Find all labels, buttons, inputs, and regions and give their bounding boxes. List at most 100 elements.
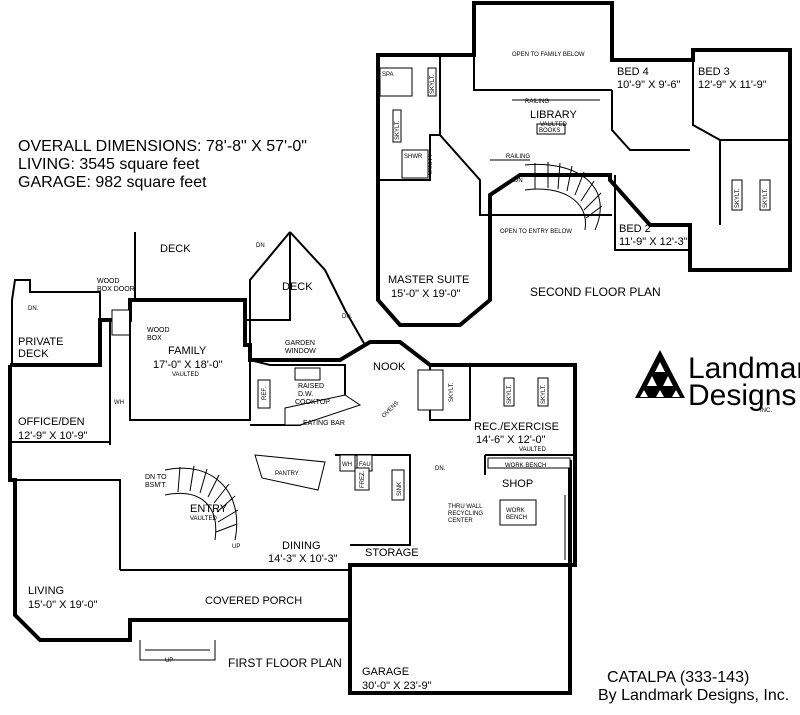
- books-shelf: [536, 123, 566, 135]
- up-2-label: UP: [165, 658, 173, 664]
- triangle-logo-icon: [635, 350, 685, 398]
- private-deck-1: PRIVATE: [18, 336, 63, 348]
- bed3-label: BED 3: [698, 66, 730, 78]
- utility-sink: [391, 469, 405, 501]
- shower: [401, 149, 429, 179]
- library-label: LIBRARY: [530, 109, 578, 121]
- overall-dimensions: OVERALL DIMENSIONS: 78'-8" X 57'-0": [18, 138, 307, 155]
- bed3-dims: 12'-9" X 11'-9": [698, 79, 767, 91]
- plan-designer: By Landmark Designs, Inc.: [598, 687, 789, 704]
- master-bath-wall: [378, 134, 440, 181]
- skylight-2: [392, 109, 402, 143]
- dn-4-label: DN.: [435, 466, 446, 472]
- garage-dims: 30'-0" X 23'-9": [362, 680, 432, 692]
- living-dims: 15'-0" X 19'-0": [28, 599, 98, 611]
- recycling-2: RECYCLING: [448, 511, 483, 517]
- living-label: LIVING: [28, 585, 64, 597]
- work-bench-2b: BENCH: [506, 515, 527, 521]
- work-bench-2a: WORK: [506, 508, 525, 514]
- library-wall: [439, 55, 612, 216]
- vanity-label: VANITY: [428, 154, 434, 175]
- second-skylt-3: SKYLT.: [735, 188, 741, 208]
- garden-window-2: WINDOW: [285, 348, 316, 355]
- covered-porch-label: COVERED PORCH: [205, 595, 302, 607]
- stair-treads: [534, 162, 603, 219]
- rec-skylight-2: [537, 377, 549, 407]
- second-skylt-2: SKYLT.: [395, 120, 401, 140]
- rec-stairs: [417, 369, 444, 411]
- dn-1-label: DN: [256, 243, 265, 249]
- shop-wall: [484, 454, 575, 475]
- garage-label: GARAGE: [362, 666, 409, 678]
- brand-name-line1: Landmark: [688, 352, 800, 385]
- family-note: VAULTED: [172, 372, 199, 378]
- dining-dims: 14'-3" X 10'-3": [268, 553, 338, 565]
- eating-bar: [284, 394, 362, 426]
- brand-logo: [635, 350, 685, 398]
- brand-suffix: INC.: [760, 408, 772, 414]
- refrigerator: [257, 379, 271, 409]
- open-to-entry-label: OPEN TO ENTRY BELOW: [500, 229, 572, 235]
- wood-box-1: WOOD: [147, 327, 170, 334]
- porch-steps: [139, 640, 216, 661]
- entry-label: ENTRY: [190, 503, 228, 515]
- recycling-1: THRU WALL: [448, 504, 483, 510]
- frez-label: FREZ.: [360, 470, 366, 488]
- railing-label-2: RAILING: [506, 154, 530, 160]
- ovens-label: OVENS: [381, 400, 400, 419]
- bed2-label: BED 2: [619, 223, 651, 235]
- second-skylt-1: SKYLT.: [430, 74, 436, 94]
- up-1-label: UP: [232, 544, 240, 550]
- bed2-dims: 11'-9" X 12'-3": [619, 236, 688, 248]
- dining-label: DINING: [282, 540, 321, 552]
- second-floor-outer-walls: [376, 1, 792, 327]
- nook-label: NOOK: [373, 361, 406, 373]
- deck-1-outline: [134, 232, 291, 321]
- water-heater: [339, 454, 356, 472]
- second-floor-title: SECOND FLOOR PLAN: [530, 285, 661, 299]
- garage-area: GARAGE: 982 square feet: [18, 174, 207, 191]
- second-dn-label: DN: [514, 178, 523, 184]
- living-wall: [15, 479, 121, 570]
- fau-label: FAU: [359, 462, 371, 468]
- wood-box-door-1: WOOD: [97, 278, 120, 285]
- shwr-label: SHWR: [404, 154, 423, 160]
- dn-bsmt-2: BSM'T.: [145, 482, 167, 489]
- family-dims: 17'-0" X 18'-0": [153, 359, 223, 371]
- office-dims: 12'-9" X 10'-9": [18, 430, 88, 442]
- ref-label: REF.: [262, 387, 268, 400]
- second-floor-plan: [376, 1, 792, 327]
- skylight-4: [759, 179, 771, 211]
- cooktop-label: COOKTOP: [295, 399, 330, 406]
- dn-2-label: DN.: [342, 314, 353, 320]
- deck-1-label: DECK: [160, 243, 191, 255]
- family-wall: [129, 300, 251, 421]
- rec-skylt-2: SKYLT.: [507, 384, 513, 404]
- bed4-label: BED 4: [617, 66, 649, 78]
- living-area: LIVING: 3545 square feet: [18, 156, 200, 173]
- open-to-family-label: OPEN TO FAMILY BELOW: [512, 52, 585, 58]
- pantry: [254, 454, 326, 491]
- books-label: BOOKS: [539, 128, 560, 134]
- private-deck-2: DECK: [18, 348, 49, 360]
- work-bench-island: [499, 499, 537, 526]
- shop-label: SHOP: [502, 478, 533, 490]
- work-bench-1: WORK BENCH: [505, 463, 546, 469]
- garden-window-1: GARDEN: [285, 340, 315, 347]
- open-to-family-wall: [473, 3, 612, 91]
- skylight-1: [427, 67, 437, 97]
- spa-label: SPA: [382, 72, 394, 78]
- rec-label: REC./EXERCISE: [474, 421, 559, 433]
- rec-skylt-1: SKYLT.: [449, 382, 455, 402]
- deck-2-label: DECK: [282, 281, 313, 293]
- entry-note: VAULTED: [190, 516, 217, 522]
- library-note: VAULTED: [540, 122, 567, 128]
- rec-note: VAULTED: [519, 447, 546, 453]
- rec-dims: 14'-6" X 12'-0": [476, 434, 546, 446]
- spa-tub: [379, 67, 413, 97]
- first-floor-plan: [8, 231, 577, 695]
- office-label: OFFICE/DEN: [18, 416, 85, 428]
- master-suite-label: MASTER SUITE: [388, 274, 469, 286]
- railing-label-1: RAILING: [525, 99, 549, 105]
- stair-inner: [524, 188, 586, 231]
